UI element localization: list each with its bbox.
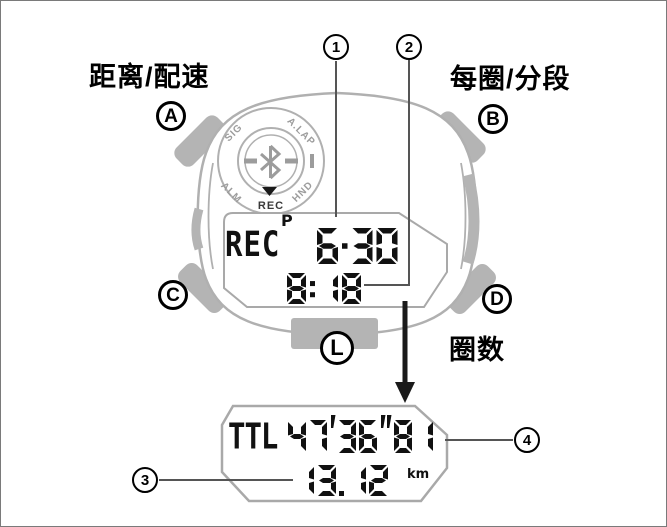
dial-tick-3oclock	[310, 154, 314, 168]
watch-dial: SIG A.LAP ALM HND REC	[217, 107, 325, 215]
callout-1-number: 1	[331, 38, 341, 56]
detail-panel	[220, 404, 449, 503]
callout-2-number: 2	[404, 38, 414, 56]
callout-2: 2	[396, 34, 422, 60]
lcd-mode-indicator: REC	[225, 223, 281, 265]
button-b-label: B	[478, 104, 508, 134]
side-button-a	[174, 115, 226, 167]
lcd-time-digits	[286, 266, 367, 314]
button-l-letter: L	[330, 335, 344, 360]
button-b-letter: B	[486, 108, 500, 130]
dial-dash-right	[285, 158, 298, 164]
side-button-c	[178, 263, 228, 313]
callout-line-2	[364, 60, 410, 286]
label-lap-split: 每圈/分段	[450, 64, 571, 94]
callout-lines	[159, 60, 513, 481]
button-d-letter: D	[490, 288, 504, 310]
label-lap-count: 圈数	[449, 335, 505, 365]
marker-triangle-icon	[262, 187, 277, 196]
side-button-d	[446, 264, 496, 314]
detail-label: TTL	[228, 415, 278, 457]
label-distance-pace: 距离/配速	[89, 62, 210, 92]
arrow-down-icon	[395, 301, 415, 403]
dial-dash-left	[244, 158, 257, 164]
detail-distance-digits	[294, 458, 393, 506]
lcd-pace-digits	[316, 221, 404, 274]
button-c-letter: C	[166, 284, 180, 306]
callout-3-number: 3	[140, 471, 150, 489]
button-l-label: L	[320, 331, 354, 365]
button-a-label: A	[156, 101, 186, 131]
detail-unit-label: km	[407, 467, 430, 482]
button-d-label: D	[482, 284, 512, 314]
dial-label-rec: REC	[258, 200, 284, 212]
lcd-panel	[223, 212, 448, 308]
callout-1: 1	[323, 34, 349, 60]
callout-4-number: 4	[522, 431, 532, 449]
lcd-mode-flag: P	[281, 211, 293, 230]
button-c-label: C	[158, 280, 188, 310]
bluetooth-icon	[260, 144, 282, 180]
detail-total-time-digits	[287, 413, 438, 463]
callout-3: 3	[132, 467, 158, 493]
callout-4: 4	[514, 427, 540, 453]
button-a-letter: A	[164, 105, 178, 127]
